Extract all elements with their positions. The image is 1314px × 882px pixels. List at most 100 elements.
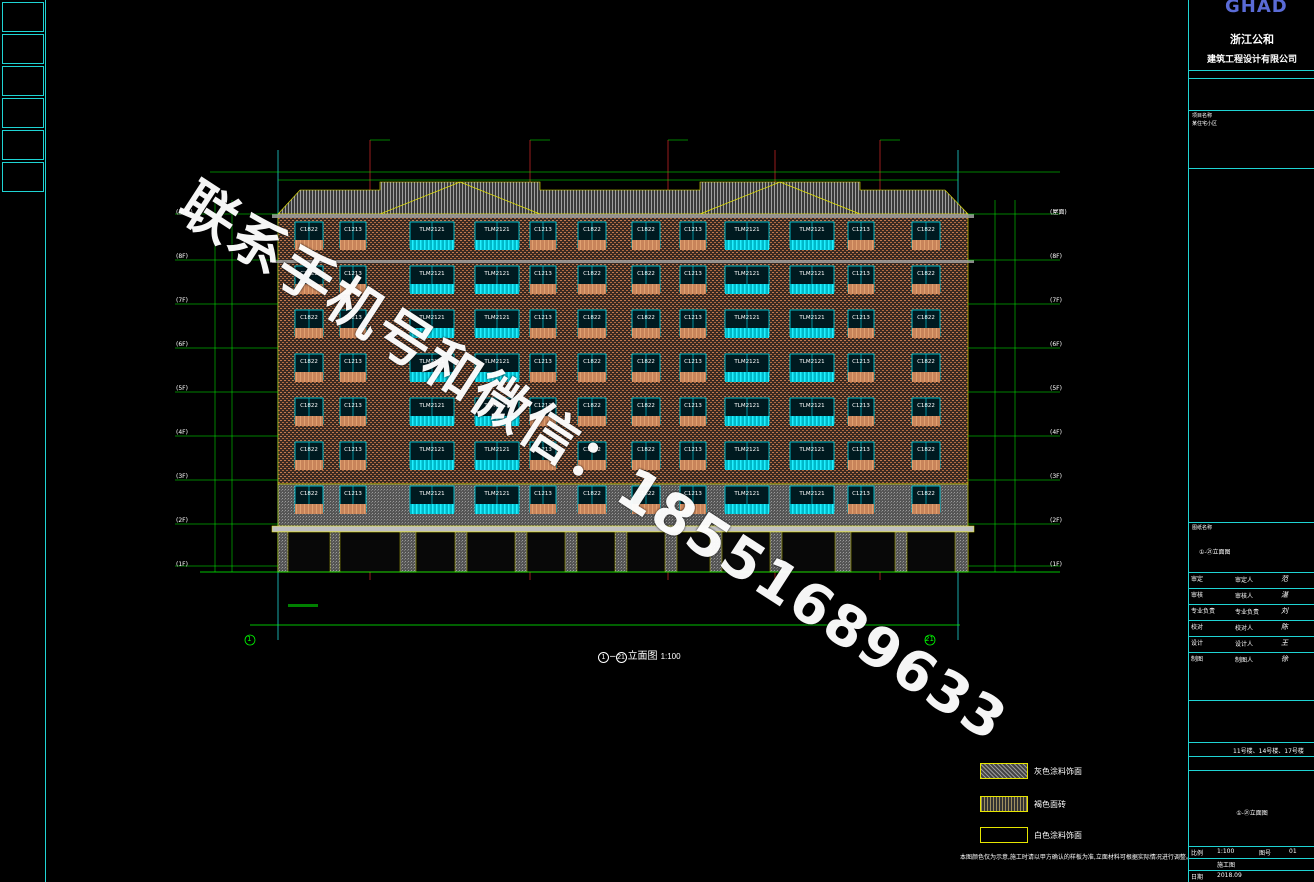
signature-mark: 王	[1281, 639, 1288, 647]
signature-name: 校对人	[1235, 625, 1254, 632]
signature-mark: 范	[1281, 575, 1288, 583]
window-railing	[912, 328, 940, 338]
window-label: C1822	[583, 271, 601, 277]
legend-label: 褐色面砖	[1034, 800, 1066, 809]
window-railing	[578, 416, 606, 426]
window-railing	[475, 284, 519, 294]
window-label: TLM2121	[418, 403, 444, 409]
project-name: 某住宅小区	[1192, 121, 1218, 127]
window-railing	[475, 372, 519, 382]
floor-label: (2F)	[176, 517, 188, 524]
divider	[1189, 700, 1314, 701]
window-label: C1213	[344, 403, 362, 409]
signature-row: 校对校对人陈	[1189, 620, 1314, 634]
window-label: C1213	[852, 271, 870, 277]
window-railing	[680, 372, 706, 382]
window-railing	[912, 416, 940, 426]
window-railing	[530, 240, 556, 250]
window-railing	[530, 372, 556, 382]
window-railing	[790, 372, 834, 382]
window-label: C1213	[344, 491, 362, 497]
floor-label: (屋面)	[1050, 209, 1067, 216]
window-label: C1213	[344, 315, 362, 321]
axis-label-left: 1	[247, 635, 252, 643]
sheet-title: ①-㉑立面图	[1236, 810, 1268, 817]
floor-label: (4F)	[176, 429, 188, 436]
window-railing	[725, 460, 769, 470]
window-railing	[410, 372, 454, 382]
window-railing	[475, 240, 519, 250]
window-label: C1213	[684, 491, 702, 497]
left-strip-cell	[2, 98, 44, 128]
signature-name: 审核人	[1235, 593, 1254, 600]
divider	[1189, 756, 1314, 757]
window-railing	[578, 504, 606, 514]
signature-role: 审定	[1191, 576, 1204, 583]
window-label: C1822	[300, 491, 318, 497]
window-label: TLM2121	[418, 315, 444, 321]
window-label: C1822	[300, 271, 318, 277]
window-label: C1822	[917, 403, 935, 409]
window-label: C1822	[583, 447, 601, 453]
window-railing	[790, 416, 834, 426]
window-label: C1213	[684, 359, 702, 365]
company-name-line1: 浙江公和	[1230, 33, 1274, 46]
window-label: C1822	[917, 447, 935, 453]
window-railing	[725, 328, 769, 338]
window-railing	[632, 284, 660, 294]
window-railing	[848, 284, 874, 294]
divider	[1189, 770, 1314, 771]
title-scale: 1:100	[660, 652, 681, 661]
window-railing	[848, 240, 874, 250]
window-label: C1213	[852, 491, 870, 497]
legend-swatch	[980, 763, 1028, 779]
phase-row: 施工图	[1189, 858, 1314, 870]
signature-role: 校对	[1191, 624, 1204, 631]
window-label: TLM2121	[733, 447, 759, 453]
legend-item: 褐色面砖	[980, 796, 1180, 814]
window-label: C1213	[344, 447, 362, 453]
window-railing	[475, 416, 519, 426]
window-label: C1822	[637, 227, 655, 233]
window-label: C1213	[534, 359, 552, 365]
window-railing	[848, 460, 874, 470]
window-railing	[848, 372, 874, 382]
window-railing	[632, 416, 660, 426]
title-end-marker: 21	[615, 652, 627, 663]
floor-label: (5F)	[176, 385, 188, 392]
signature-role: 设计	[1191, 640, 1204, 647]
window-railing	[340, 504, 366, 514]
legend-note: 本图颜色仅为示意,施工时请以甲方确认的样板为准,立面材料可根据实际情况进行调整。	[960, 854, 1192, 861]
window-railing	[912, 504, 940, 514]
scale-value: 1:100	[1217, 848, 1235, 855]
window-railing	[725, 372, 769, 382]
window-railing	[790, 284, 834, 294]
window-railing	[410, 284, 454, 294]
window-label: C1213	[852, 315, 870, 321]
window-railing	[912, 372, 940, 382]
floor-label: (3F)	[176, 473, 188, 480]
window-label: TLM2121	[418, 359, 444, 365]
window-label: TLM2121	[733, 315, 759, 321]
floor-label: (2F)	[1050, 517, 1062, 524]
window-label: C1822	[583, 315, 601, 321]
floor-label: (6F)	[1050, 341, 1062, 348]
window-label: C1213	[534, 403, 552, 409]
floor-label: (6F)	[176, 341, 188, 348]
floor-label: (5F)	[1050, 385, 1062, 392]
window-railing	[790, 240, 834, 250]
window-label: TLM2121	[483, 315, 509, 321]
window-railing	[680, 328, 706, 338]
window-label: C1822	[637, 491, 655, 497]
window-label: C1822	[583, 491, 601, 497]
drawing-name: ①-㉑立面图	[1199, 549, 1231, 556]
legend-label: 白色涂料饰面	[1034, 831, 1082, 840]
title-block: GHAD 浙江公和 建筑工程设计有限公司 项目名称 某住宅小区 图纸名称 ①-㉑…	[1188, 0, 1314, 882]
window-railing	[578, 284, 606, 294]
window-railing	[790, 504, 834, 514]
window-label: C1213	[344, 271, 362, 277]
left-strip-cell	[2, 66, 44, 96]
legend-label: 灰色涂料饰面	[1034, 767, 1082, 776]
window-label: C1213	[852, 359, 870, 365]
